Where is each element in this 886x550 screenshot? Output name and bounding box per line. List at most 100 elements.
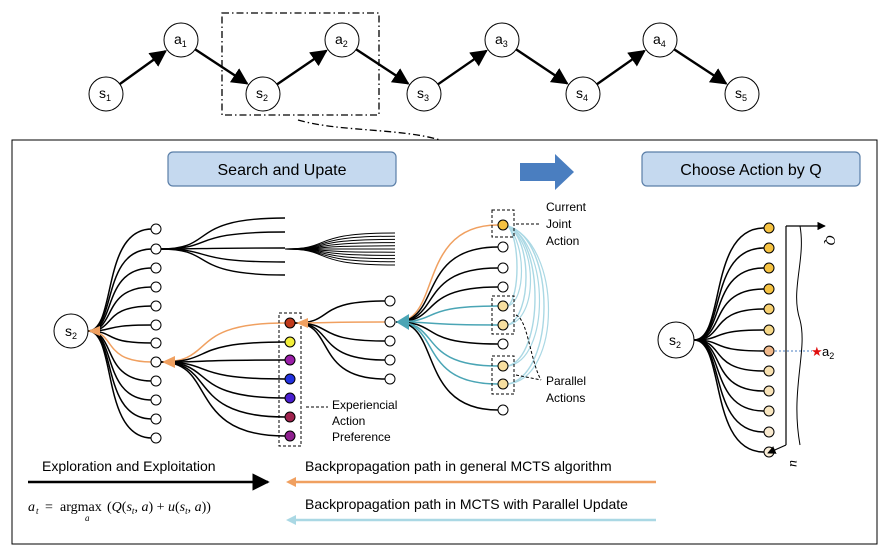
preference-node [284,430,296,442]
tree-node [384,373,396,385]
teal-arrowhead [396,314,409,330]
q-u-axes: Q u ★ a2 [767,221,837,467]
chain-node-a2 [324,22,360,58]
chain-node-a3 [484,22,520,58]
svg-text:=: = [45,500,53,515]
tree-node [497,360,509,372]
svg-text:Action: Action [332,414,365,428]
chain-arrow [596,49,646,86]
choose-title: Choose Action by Q [680,162,821,179]
svg-text:Current: Current [546,200,587,214]
tree-node [150,300,162,312]
parallel-update-arc [507,225,540,367]
parallel-update-arc [507,225,532,326]
middle-search-tree [160,209,550,447]
left-search-tree [87,217,396,444]
legend-exploration: Exploration and Exploitation [42,458,216,474]
q-node [763,385,775,397]
preference-node [284,373,296,385]
svg-text:(Q(st, a) + u(st, a)): (Q(st, a) + u(st, a)) [107,500,211,516]
tree-node [150,223,162,235]
tree-node [497,378,509,390]
parallel-update-arc [507,225,522,307]
current-action-box [491,209,515,238]
tree-node [497,262,509,274]
orange-arrowhead [88,326,100,336]
chain-node-s2 [245,76,281,112]
u-axis-label: u [786,460,801,467]
q-tree-edge [693,339,765,453]
q-tree-edge [693,267,765,341]
zoom-connector [297,119,441,141]
tree-node [150,262,162,274]
tree-node [150,413,162,425]
tree-node [150,319,162,331]
selected-action-node [763,345,775,357]
tree-node [497,338,509,350]
chain-arrow [515,48,569,85]
tree-node [497,241,509,253]
svg-text:s2: s2 [669,332,681,350]
tree-node [384,295,396,307]
tree-edge [395,321,499,411]
parallel-update-arc [507,225,536,367]
tree-node [150,394,162,406]
selected-star-icon: ★ [811,344,823,359]
q-tree-edge [693,308,765,341]
chain-arrow [437,49,488,86]
q-axis-label: Q [822,235,837,245]
q-node [763,303,775,315]
chain-node-a4 [642,22,678,58]
selected-action-label: a2 [822,344,834,361]
parallel-update-arc [507,225,518,307]
chain-arrow [355,48,410,85]
svg-text:Preference: Preference [332,430,391,444]
svg-text:t: t [36,506,39,516]
chain-arrow [673,48,728,85]
preference-label: Experiencial Action Preference [332,398,397,444]
parallel-update-arc [507,225,527,326]
q-node [763,283,775,295]
current-joint-action-label: Current Joint Action [546,200,587,248]
q-tree-edge [693,288,765,341]
q-node [763,242,775,254]
tree-node [150,337,162,349]
q-node [763,222,775,234]
orange-backprop-edge [160,322,286,363]
tree-edge [87,228,153,332]
svg-text:a: a [85,513,90,523]
q-node [763,426,775,438]
tree-node [497,300,509,312]
tree-node [497,319,509,331]
svg-text:Action: Action [546,234,579,248]
svg-text:s2: s2 [65,323,77,341]
q-choice-tree [693,222,775,458]
parallel-box-upper [491,295,515,335]
svg-text:Actions: Actions [546,391,585,405]
tree-node [384,335,396,347]
legend-backprop-general: Backpropagation path in general MCTS alg… [305,458,612,474]
left-root-node: s2 [53,313,89,349]
search-title: Search and Upate [218,162,347,179]
chain-arrow [119,50,167,86]
svg-text:Experiencial: Experiencial [332,398,397,412]
chain-node-s1 [88,76,124,112]
choose-title-box: Choose Action by Q [641,151,861,187]
orange-arrowhead [296,318,308,328]
q-node [763,405,775,417]
parallel-update-arc [507,225,550,385]
q-tree-edge [693,247,765,341]
right-root-node: s2 [657,321,695,359]
tree-node [384,316,396,328]
chain-node-s5 [724,76,760,112]
teal-backprop-edge [395,305,499,323]
search-title-box: Search and Upate [167,151,397,187]
tree-node [497,404,509,416]
current-action-node [497,219,509,231]
chain-arrow [194,48,249,85]
orange-arrowhead [162,356,175,368]
preference-node [284,336,296,348]
svg-text:Parallel: Parallel [546,374,586,388]
blue-arrow [520,154,574,190]
